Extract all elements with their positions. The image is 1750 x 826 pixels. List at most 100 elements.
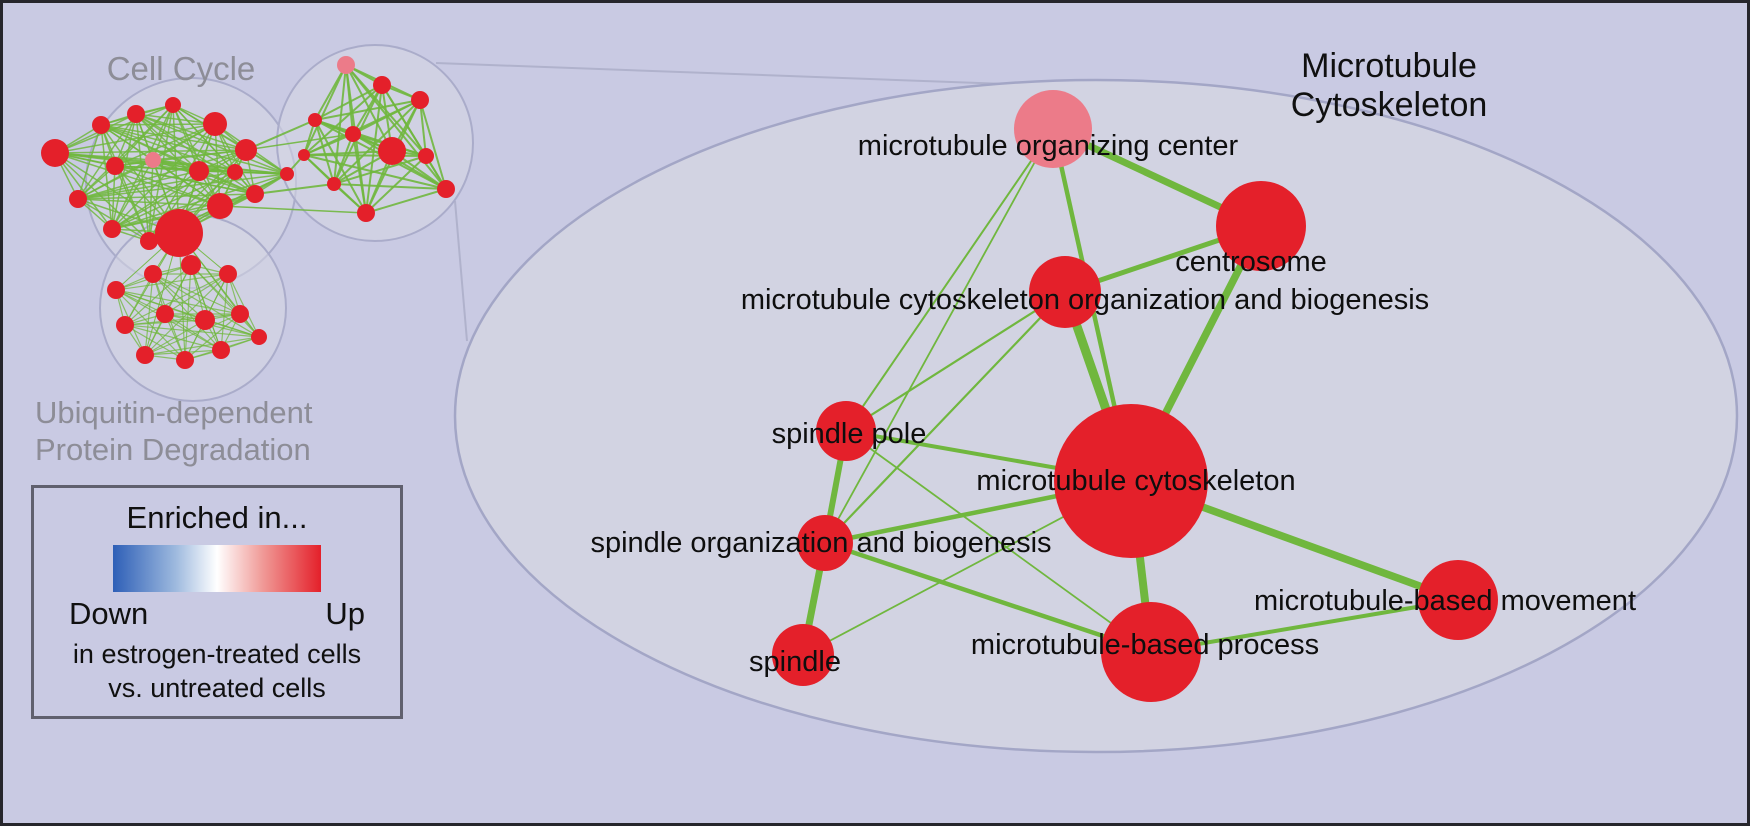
cluster-edge bbox=[111, 123, 216, 230]
node-moc bbox=[1014, 90, 1092, 168]
mini-node bbox=[327, 177, 341, 191]
mini-node bbox=[212, 341, 230, 359]
cluster-edge bbox=[172, 104, 236, 173]
main-title-line1: Microtubule bbox=[1301, 47, 1477, 85]
cluster-edge bbox=[54, 152, 221, 207]
node-centrosome bbox=[1216, 181, 1306, 271]
cluster-edge bbox=[144, 336, 260, 356]
edge-moc-sob bbox=[824, 128, 1054, 544]
cluster-label-cell-cycle: Cell Cycle bbox=[106, 50, 256, 87]
mini-node bbox=[106, 157, 124, 175]
mini-node bbox=[437, 180, 455, 198]
cluster-edge bbox=[220, 273, 229, 351]
mini-node bbox=[69, 190, 87, 208]
cluster-edge bbox=[124, 264, 192, 326]
mini-node bbox=[203, 112, 227, 136]
cluster-edge bbox=[77, 104, 174, 200]
legend-gradient-bar bbox=[113, 545, 321, 592]
cluster-edge bbox=[333, 64, 347, 185]
cluster-edge bbox=[77, 149, 247, 200]
mini-node bbox=[144, 265, 162, 283]
legend-caption: in estrogen-treated cells vs. untreated … bbox=[73, 637, 361, 705]
mini-node bbox=[337, 56, 355, 74]
mini-node bbox=[235, 139, 257, 161]
mini-node bbox=[251, 329, 267, 345]
legend-caption-line2: vs. untreated cells bbox=[108, 673, 326, 703]
cluster-edge bbox=[124, 273, 229, 326]
cluster-edge bbox=[152, 273, 260, 338]
cluster-edge bbox=[164, 273, 229, 315]
inter-cluster-edge bbox=[219, 205, 367, 214]
mini-node bbox=[411, 91, 429, 109]
cluster-edge bbox=[135, 113, 200, 172]
cluster-edge bbox=[124, 313, 241, 326]
cluster-edge bbox=[77, 171, 236, 200]
mini-node bbox=[136, 346, 154, 364]
cluster-edge bbox=[303, 133, 354, 156]
cluster-edge bbox=[77, 198, 221, 207]
cluster-edge bbox=[365, 188, 447, 214]
cluster-edge bbox=[345, 64, 447, 190]
cluster-edge bbox=[303, 154, 447, 190]
cluster-edge bbox=[198, 170, 256, 195]
cluster-edge bbox=[144, 273, 154, 356]
mini-node bbox=[107, 281, 125, 299]
legend-up-label: Up bbox=[325, 596, 365, 631]
cluster-edge bbox=[152, 273, 206, 321]
cluster-edge bbox=[333, 183, 447, 190]
cluster-edge bbox=[227, 273, 260, 338]
zoom-cone-line bbox=[435, 62, 1034, 86]
cluster-edge bbox=[152, 159, 288, 175]
cluster-edge bbox=[135, 113, 247, 151]
node-spindle_pole bbox=[816, 401, 876, 461]
mini-node bbox=[127, 105, 145, 123]
cluster-edge bbox=[152, 104, 174, 161]
mini-node bbox=[418, 148, 434, 164]
legend-box: Enriched in... Down Up in estrogen-treat… bbox=[31, 485, 403, 719]
node-mcob bbox=[1029, 256, 1101, 328]
node-label-sob: spindle organization and biogenesis bbox=[590, 527, 1051, 559]
mini-node bbox=[298, 149, 310, 161]
mini-node bbox=[103, 220, 121, 238]
mini-node bbox=[195, 310, 215, 330]
mini-node bbox=[207, 193, 233, 219]
cluster-label-ubiquitin-line1: Ubiquitin-dependent bbox=[35, 395, 313, 430]
network-canvas: microtubule organizing center centrosome m… bbox=[41, 44, 1739, 754]
legend-axis-labels: Down Up bbox=[69, 596, 365, 632]
cluster-label-ubiquitin: Ubiquitin-dependent Protein Degradation bbox=[35, 394, 313, 468]
node-label-moc: microtubule organizing center bbox=[858, 130, 1239, 162]
mini-node bbox=[116, 316, 134, 334]
cluster-edge bbox=[111, 173, 288, 230]
cluster-edge bbox=[77, 124, 102, 200]
node-mbp bbox=[1101, 602, 1201, 702]
cluster-edge bbox=[114, 113, 137, 167]
cluster-label-microtubule-cytoskeleton: Microtubule Cytoskeleton bbox=[1291, 47, 1488, 125]
node-mc bbox=[1054, 404, 1208, 558]
cluster-edge bbox=[144, 319, 206, 356]
cluster-edge bbox=[214, 123, 221, 207]
mini-node bbox=[145, 152, 161, 168]
cluster-edge bbox=[303, 154, 427, 157]
cluster-edge bbox=[111, 171, 236, 230]
node-label-mcob: microtubule cytoskeleton organization an… bbox=[741, 284, 1429, 316]
mini-node bbox=[373, 76, 391, 94]
cluster-edge bbox=[114, 165, 150, 242]
mini-node bbox=[41, 139, 69, 167]
cluster-edge bbox=[419, 99, 427, 157]
inter-cluster-edge bbox=[254, 183, 335, 195]
mini-node bbox=[345, 126, 361, 142]
edge-spindle_pole-mbp bbox=[845, 430, 1152, 653]
edge-mcob-sob bbox=[824, 291, 1066, 544]
cluster-edge bbox=[111, 170, 200, 230]
cluster-edge bbox=[111, 113, 137, 230]
node-label-centrosome: centrosome bbox=[1175, 246, 1327, 278]
cluster-edge bbox=[77, 113, 137, 200]
node-label-mbm: microtubule-based movement bbox=[1254, 585, 1636, 617]
zoom-cone-line bbox=[454, 200, 468, 342]
legend-down-label: Down bbox=[69, 596, 149, 631]
node-label-mbp: microtubule-based process bbox=[971, 629, 1319, 661]
cluster-edge bbox=[144, 313, 241, 356]
mini-node bbox=[378, 137, 406, 165]
mini-node bbox=[308, 113, 322, 127]
